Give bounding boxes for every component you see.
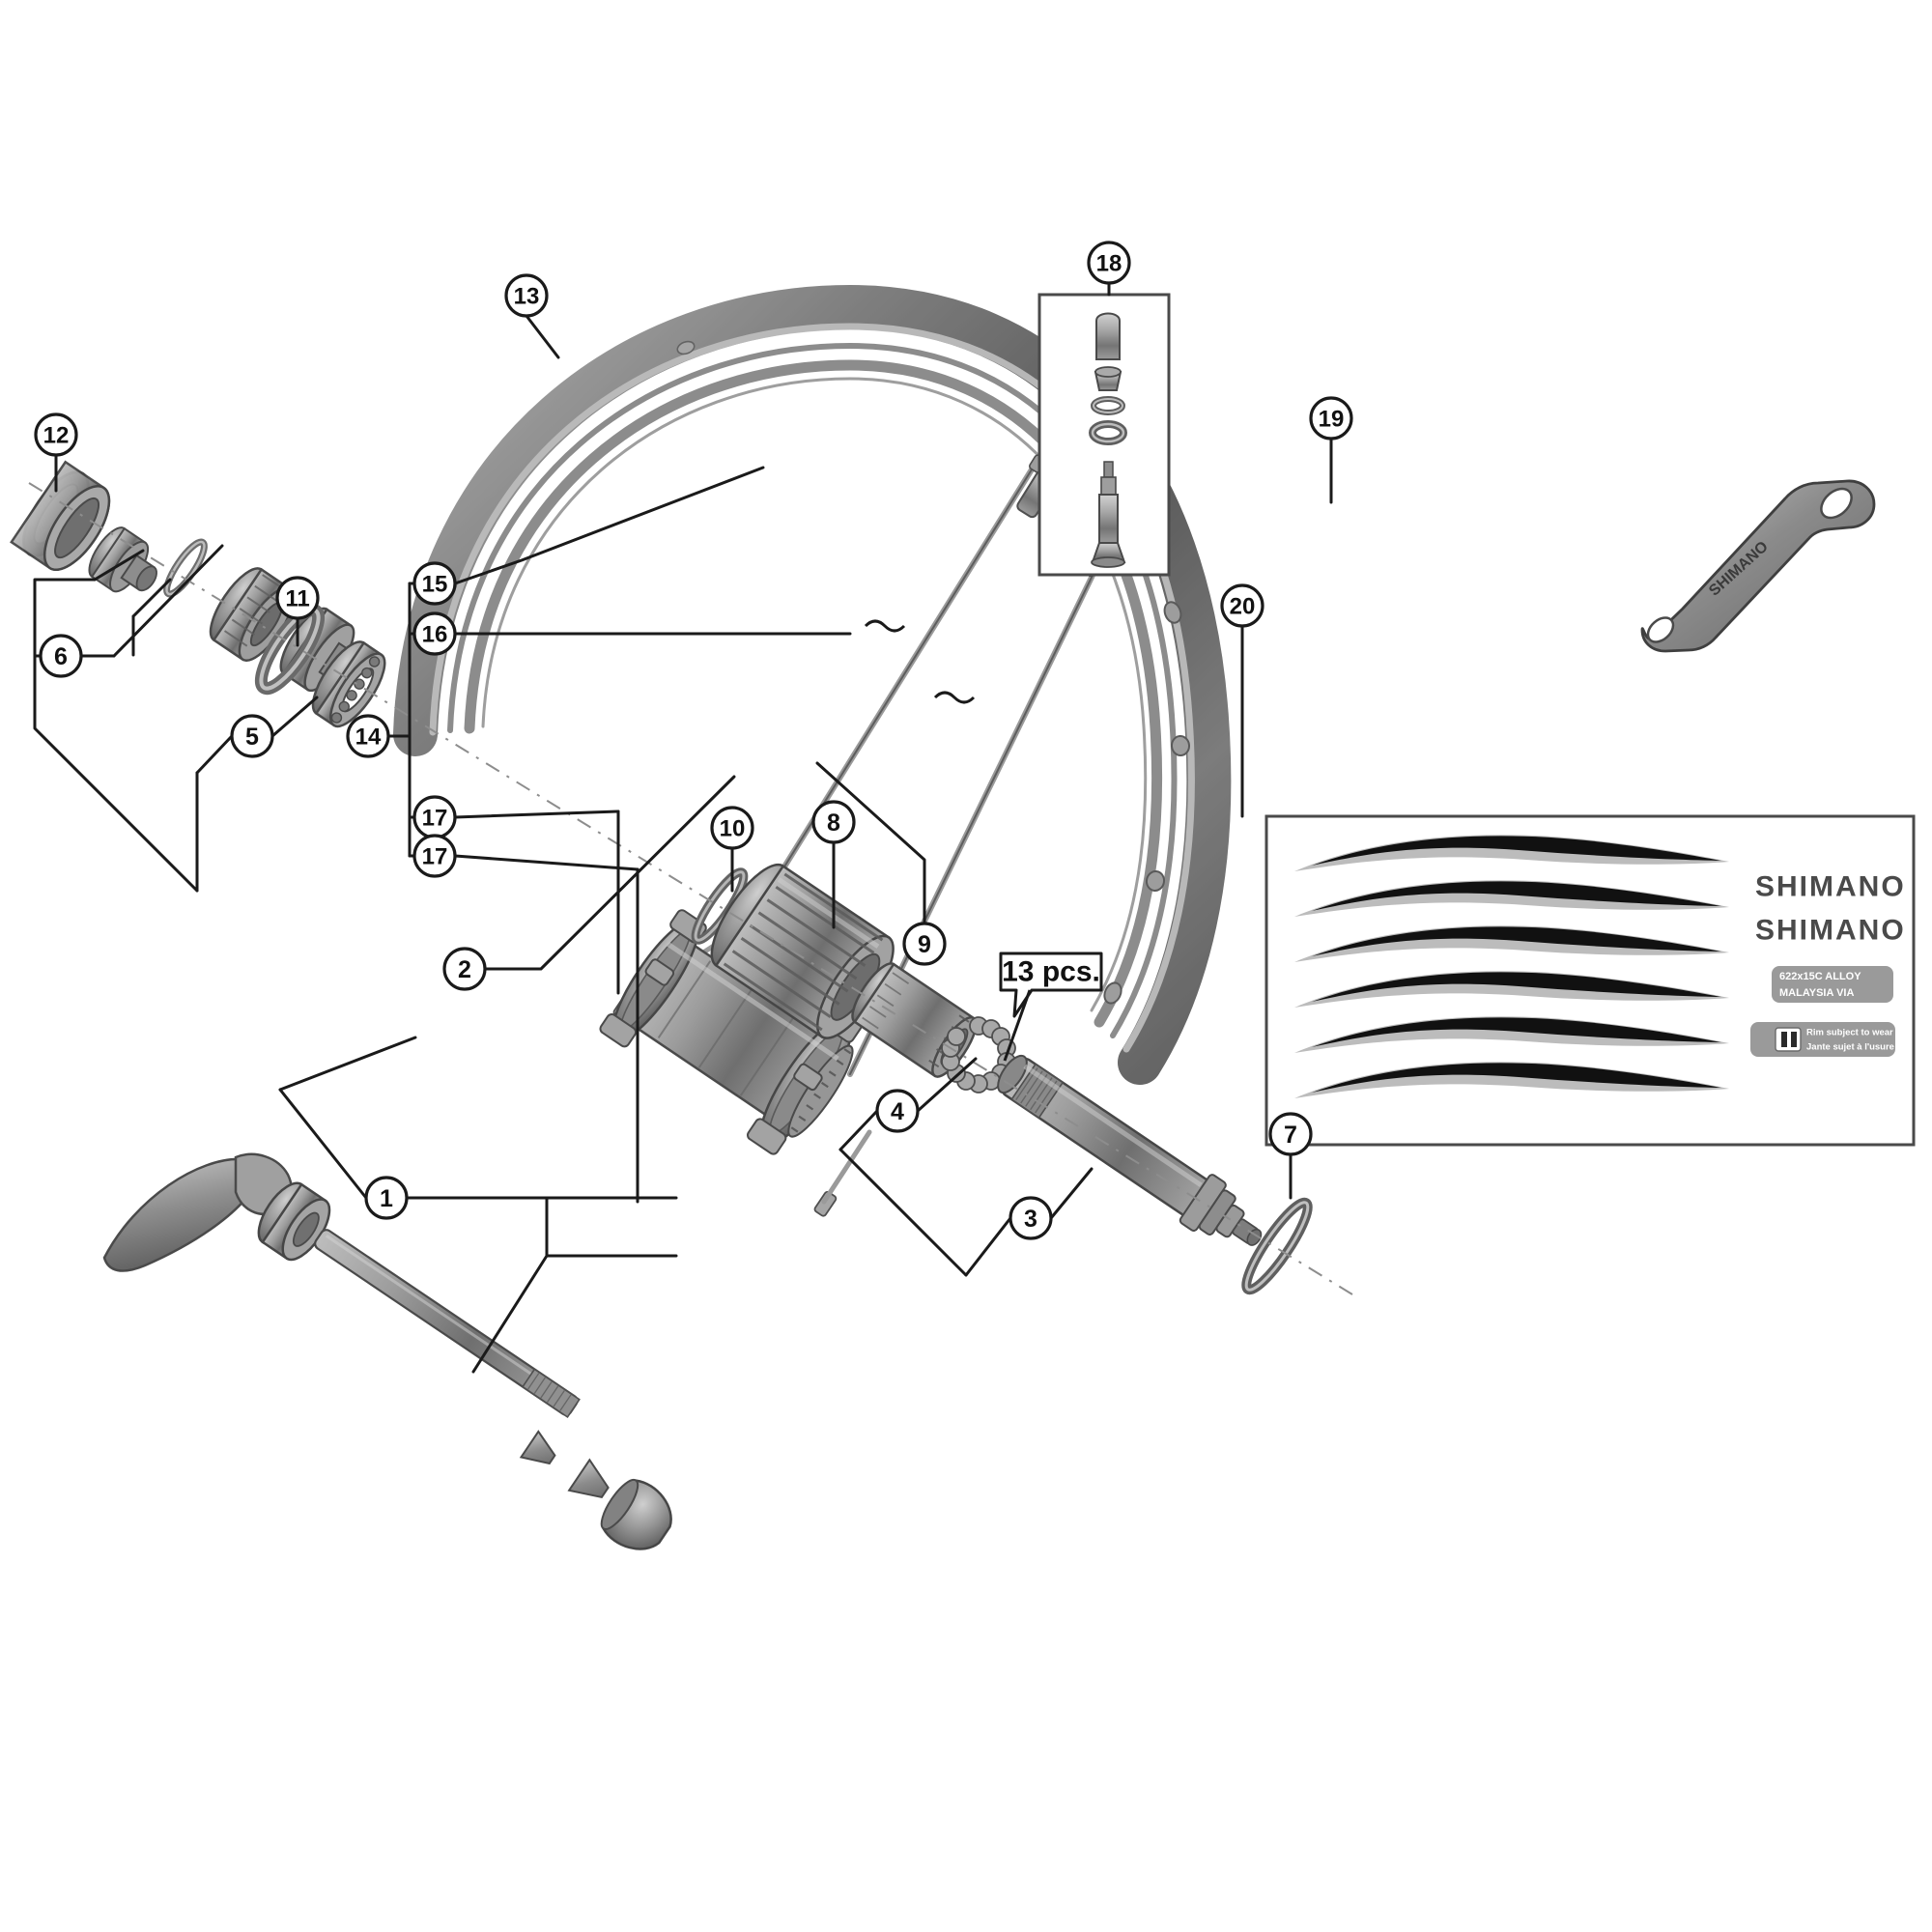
callout-9[interactable]: 9 [902,922,947,966]
callout-7[interactable]: 7 [1268,1112,1313,1156]
part-o-ring-right [1241,1197,1313,1295]
callout-19[interactable]: 19 [1309,396,1353,440]
part-hub-shell [599,909,863,1155]
callout-11-label: 11 [285,586,309,612]
callout-1[interactable]: 1 [364,1176,409,1220]
leader-lines [33,281,1333,1374]
assembly-axis-line [28,482,1353,1295]
loose-nipple-lower [813,1190,838,1217]
callout-14[interactable]: 14 [346,714,390,758]
callout-16[interactable]: 16 [412,611,457,656]
callout-10-label: 10 [720,816,746,842]
part-spoke-wrench: SHIMANO [1640,479,1876,653]
callout-3[interactable]: 3 [1009,1196,1053,1240]
callout-17a[interactable]: 17 [412,795,457,839]
callout-17a-label: 17 [422,806,448,832]
decal-warning-label: Rim subject to wear Jante sujet à l'usur… [1750,1022,1895,1057]
part-decal-sheet: SHIMANO SHIMANO 622x15C ALLOY MALAYSIA V… [1264,814,1916,1147]
part-valve-kit [1037,293,1171,577]
callout-17b-label: 17 [422,844,448,870]
callout-2[interactable]: 2 [442,947,487,991]
callout-11[interactable]: 11 [275,576,320,620]
callout-15[interactable]: 15 [412,561,457,606]
decal-warning-line1: Rim subject to wear [1806,1028,1893,1038]
part-washer-thin [163,538,208,598]
callout-12[interactable]: 12 [34,412,78,457]
callout-18[interactable]: 18 [1087,241,1131,285]
callout-9-label: 9 [918,931,931,958]
decal-stripes [1294,835,1729,1098]
callout-16-label: 16 [422,622,448,648]
callout-19-label: 19 [1319,407,1345,433]
callout-10[interactable]: 10 [710,806,754,850]
callout-20[interactable]: 20 [1220,583,1264,628]
decal-spec-label: 622x15C ALLOY MALAYSIA VIA [1772,966,1893,1003]
callout-4[interactable]: 4 [875,1089,920,1133]
decal-spec-line1: 622x15C ALLOY [1779,971,1861,982]
decal-brand-text-1: SHIMANO [1755,871,1906,903]
part-end-cap [10,460,111,572]
pcs-callout-label: 13 pcs. [1002,956,1100,988]
callout-8[interactable]: 8 [811,800,856,844]
part-freehub-body [710,863,895,1039]
callout-6-label: 6 [54,643,68,670]
callout-13[interactable]: 13 [504,273,549,318]
callout-1-label: 1 [380,1185,393,1212]
callout-5-label: 5 [245,724,259,751]
callout-13-label: 13 [514,284,540,310]
callout-bubbles: 1 2 3 4 5 6 [34,241,1353,1240]
part-quick-release-lever [102,1152,672,1550]
callout-6[interactable]: 6 [39,634,83,678]
spoke-break-marks [864,619,976,704]
callout-17b[interactable]: 17 [412,834,457,878]
part-lock-ring [311,640,386,728]
part-rim [393,284,1232,1085]
callout-5[interactable]: 5 [230,714,274,758]
decal-warning-line2: Jante sujet à l'usure [1806,1042,1894,1053]
callout-12-label: 12 [43,423,70,449]
qr-spring-a [519,1430,556,1465]
callout-14-label: 14 [355,724,382,751]
callout-7-label: 7 [1284,1122,1297,1149]
callout-15-label: 15 [422,572,448,598]
callout-8-label: 8 [827,810,840,837]
part-seal-ring [254,603,326,696]
qr-adjusting-nut [600,1478,672,1550]
callout-4-label: 4 [891,1098,904,1125]
pcs-callout: 13 pcs. [999,952,1103,1062]
callout-3-label: 3 [1024,1206,1037,1233]
callout-2-label: 2 [458,956,471,983]
callout-20-label: 20 [1230,594,1256,620]
part-ball-bearings [941,1016,1016,1094]
qr-spring-b [567,1458,610,1499]
decal-spec-line2: MALAYSIA VIA [1779,987,1854,999]
decal-brand-text-2: SHIMANO [1755,915,1906,947]
callout-18-label: 18 [1096,251,1122,277]
